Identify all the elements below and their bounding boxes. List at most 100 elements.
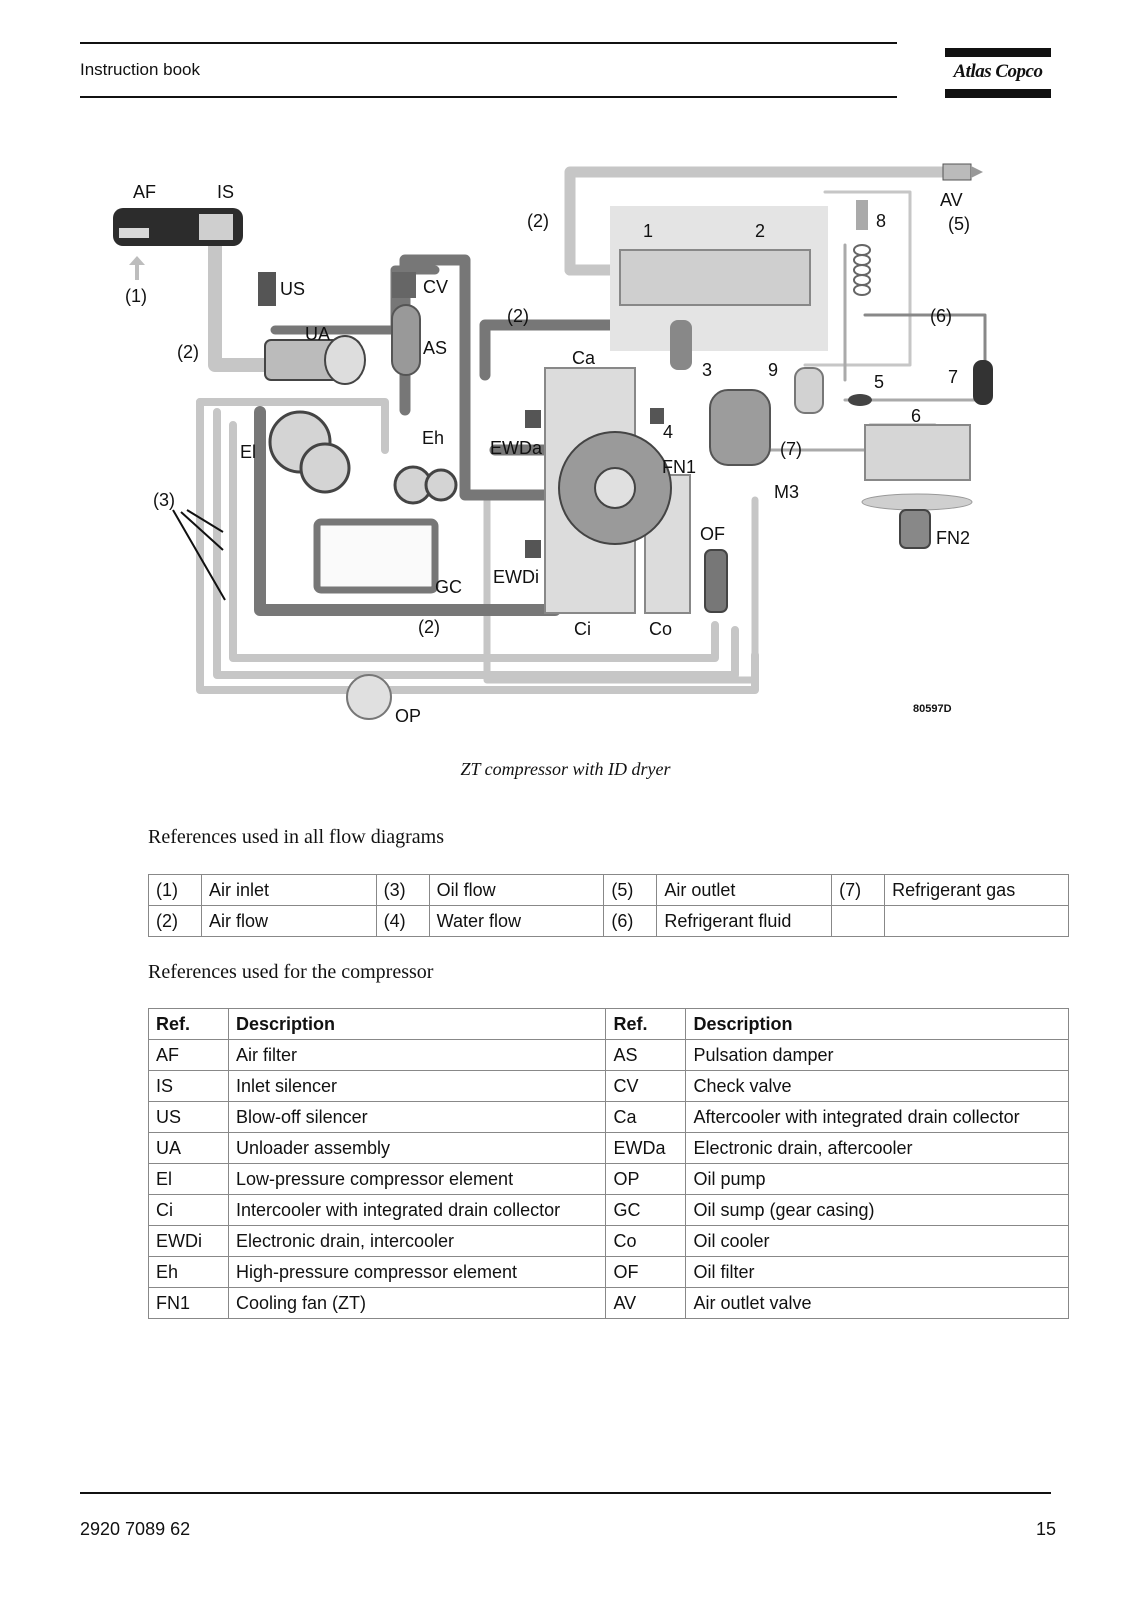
unloader-assembly — [264, 335, 366, 385]
ref-code-cell: OF — [605, 1256, 687, 1288]
table-header-row: Ref. Description Ref. Description — [148, 1008, 1069, 1040]
inlet-air-pipe — [208, 218, 272, 372]
ref-description-cell: Oil filter — [685, 1256, 1069, 1288]
figure-caption: ZT compressor with ID dryer — [460, 759, 671, 779]
flow-ref-desc: Refrigerant fluid — [656, 905, 833, 937]
label-av: AV — [940, 190, 963, 210]
pulsation-damper — [391, 304, 421, 376]
oil-loop-outer — [196, 398, 759, 694]
label-3: 3 — [702, 360, 712, 380]
column-header: Description — [227, 1008, 607, 1040]
flow-ref-desc: Water flow — [428, 905, 605, 937]
label-4: 4 — [663, 422, 673, 442]
condenser — [864, 424, 971, 481]
label-eh: Eh — [422, 428, 444, 448]
hp-compressor-element — [393, 465, 458, 505]
flow-ref-desc: Oil flow — [428, 874, 605, 906]
valve-5 — [848, 394, 872, 406]
ref-description-cell: Aftercooler with integrated drain collec… — [685, 1101, 1069, 1133]
column-header: Ref. — [605, 1008, 687, 1040]
ref-description-cell: Cooling fan (ZT) — [227, 1287, 607, 1319]
label-air-flow-left: (2) — [177, 342, 199, 362]
refrigerant-line-a — [803, 190, 912, 367]
cooling-fan-fn1 — [558, 431, 672, 545]
ref-code-cell: US — [148, 1101, 229, 1133]
fan-motor-fn2 — [899, 509, 931, 549]
label-ca: Ca — [572, 348, 596, 368]
receiver-7 — [973, 360, 993, 405]
header-bottom-rule — [80, 96, 897, 98]
label-as: AS — [423, 338, 447, 358]
inlet-arrow-icon — [129, 256, 145, 280]
flow-ref-code: (4) — [375, 905, 430, 937]
oil-line-right — [483, 496, 759, 684]
label-oil-flow: (3) — [153, 490, 175, 510]
oil-line-top — [196, 398, 389, 454]
ref-code-cell: AF — [148, 1039, 229, 1071]
figure-code: 80597D — [913, 703, 952, 715]
flow-ref-code: (5) — [603, 874, 658, 906]
flow-ref-code: (7) — [831, 874, 886, 906]
liquid-separator — [794, 367, 824, 414]
ref-description-cell: Air outlet valve — [685, 1287, 1069, 1319]
label-1: 1 — [643, 221, 653, 241]
expansion-coil — [853, 244, 871, 296]
footer-rule — [80, 1492, 1051, 1494]
flow-ref-desc: Air inlet — [200, 874, 377, 906]
ref-description-cell: Electronic drain, intercooler — [227, 1225, 607, 1257]
label-ua: UA — [305, 324, 330, 344]
label-ewda: EWDa — [490, 438, 543, 458]
header-title: Instruction book — [80, 60, 201, 79]
dryer-drain — [650, 408, 664, 424]
air-outlet-valve — [942, 163, 972, 181]
air-pipe-cv — [399, 254, 561, 501]
label-9: 9 — [768, 360, 778, 380]
ref-code-cell: OP — [605, 1163, 687, 1195]
column-header: Ref. — [148, 1008, 229, 1040]
fan-blade-fn2 — [861, 493, 973, 511]
label-air-inlet: (1) — [125, 286, 147, 306]
page-number: 15 — [1035, 1519, 1056, 1539]
check-valve — [392, 272, 416, 298]
label-fn2: FN2 — [936, 528, 970, 548]
label-2: 2 — [755, 221, 765, 241]
ref-description-cell: High-pressure compressor element — [227, 1256, 607, 1288]
air-filter-silencer — [113, 208, 243, 246]
flow-ref-code — [831, 905, 886, 937]
atlas-copco-logo: Atlas Copco — [945, 48, 1051, 100]
label-air-flow-mid: (2) — [507, 306, 529, 326]
flow-ref-desc — [884, 905, 1069, 937]
ref-code-cell: GC — [605, 1194, 687, 1226]
flow-ref-desc: Air flow — [200, 905, 377, 937]
label-cv: CV — [423, 277, 448, 297]
label-op: OP — [395, 706, 421, 726]
oil-sump — [313, 518, 439, 594]
label-el: El — [240, 442, 256, 462]
ref-description-cell: Oil sump (gear casing) — [685, 1194, 1069, 1226]
label-gc: GC — [435, 577, 462, 597]
ref-code-cell: IS — [148, 1070, 229, 1102]
flow-diagram: AF IS (1) (2) US UA CV AS (2) (2) Ca 1 2… — [113, 163, 993, 726]
ref-description-cell: Intercooler with integrated drain collec… — [227, 1194, 607, 1226]
label-us: US — [280, 279, 305, 299]
document-number: 2920 7089 62 — [80, 1519, 191, 1539]
oil-loop-inner — [229, 421, 719, 662]
label-is: IS — [217, 182, 234, 202]
label-5: 5 — [874, 372, 884, 392]
ref-description-cell: Air filter — [227, 1039, 607, 1071]
flow-refs-row: (1) Air inlet (3) Oil flow (5) Air outle… — [148, 874, 1069, 906]
flow-ref-desc: Refrigerant gas — [884, 874, 1069, 906]
ref-description-cell: Low-pressure compressor element — [227, 1163, 607, 1195]
label-7: 7 — [948, 367, 958, 387]
label-refrigerant-fluid: (6) — [930, 306, 952, 326]
label-air-outlet: (5) — [948, 214, 970, 234]
compressor-refs-heading: References used for the compressor — [148, 961, 434, 983]
